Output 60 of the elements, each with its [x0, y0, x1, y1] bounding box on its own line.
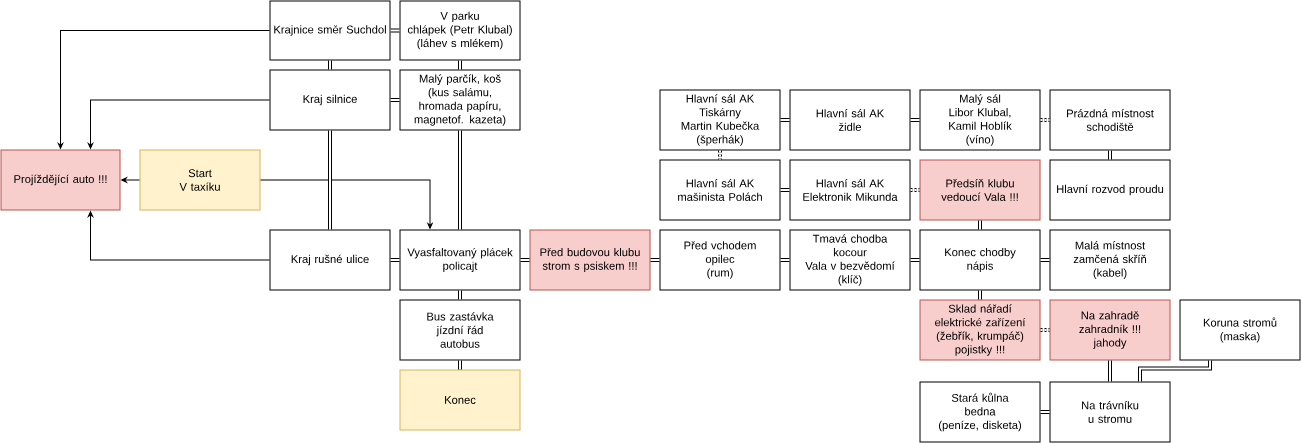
location-box: Bus zastávka jízdní řád autobus: [399, 299, 521, 361]
double-line: [458, 289, 462, 301]
double-line: [978, 289, 982, 301]
arrow: [57, 30, 270, 149]
arrow: [260, 179, 433, 229]
warning-box: Projíždějící auto !!!: [0, 149, 121, 211]
location-box: Hlavní sál AK Elektronik Mikunda: [789, 159, 911, 221]
double-line: [779, 188, 791, 192]
double-line: [1138, 359, 1212, 383]
double-line: [389, 98, 401, 102]
location-box: Hlavní sál AK Tiskárny Martin Kubečka (šperhák): [659, 89, 781, 151]
double-line: [779, 118, 791, 122]
location-box: Před vchodem opilec (rum): [659, 229, 781, 291]
double-line: [519, 258, 531, 262]
double-line: [909, 258, 921, 262]
double-line: [1108, 359, 1112, 383]
double-line: [458, 359, 462, 371]
warning-box: Na zahradě zahradník !!! jahody: [1049, 299, 1171, 361]
double-line: [458, 59, 462, 71]
location-box: Malý sál Libor Klubal, Kamil Hoblík (víno): [919, 89, 1041, 151]
double-line: [389, 258, 401, 262]
double-line: [649, 258, 661, 262]
location-box: Stará kůlna bedna (peníze, disketa): [919, 381, 1041, 443]
location-box: V parku chlápek (Petr Klubal) (láhev s mlékem): [399, 0, 521, 61]
dashed-double-line: [1039, 118, 1051, 122]
double-line: [909, 118, 921, 122]
start-box: Start V taxíku: [139, 149, 261, 211]
location-box: Hlavní rozvod proudu: [1049, 159, 1171, 221]
dashed-double-line: [909, 188, 921, 192]
location-box: Tmavá chodba kocour Vala v bezvědomí (klíč): [789, 229, 911, 291]
double-line: [458, 129, 462, 231]
location-box: Hlavní sál AK mašinista Polách: [659, 159, 781, 221]
double-line: [1108, 149, 1112, 161]
location-box: Koruna stromů (maska): [1179, 299, 1301, 361]
location-box: Malý parčík, koš (kus salámu, hromada papíru, magnetof. kazeta): [399, 69, 521, 131]
location-box: Krajnice směr Suchdol: [269, 0, 391, 61]
dashed-double-line: [1039, 328, 1051, 332]
location-box: Hlavní sál AK židle: [789, 89, 911, 151]
arrow: [87, 99, 270, 149]
arrow: [87, 211, 270, 261]
warning-box: Před budovou klubu strom s psiskem !!!: [529, 229, 651, 291]
double-line: [328, 129, 332, 231]
warning-box: Sklad nářadí elektrické zařízení (žebřík, krumpáč) pojistky !!!: [919, 299, 1041, 361]
double-line: [1039, 258, 1051, 262]
arrow: [121, 177, 140, 183]
dashed-double-line: [718, 149, 722, 161]
location-box: Vyasfaltovaný plácek policajt: [399, 229, 521, 291]
end-box: Konec: [399, 369, 521, 431]
location-box: Kraj silnice: [269, 69, 391, 131]
double-line: [978, 219, 982, 231]
double-line: [779, 258, 791, 262]
double-line: [1039, 410, 1051, 414]
double-line: [328, 59, 332, 71]
location-box: Na trávníku u stromu: [1049, 381, 1171, 443]
location-box: Malá místnost zamčená skříň (kabel): [1049, 229, 1171, 291]
location-box: Konec chodby nápis: [919, 229, 1041, 291]
location-box: Prázdná místnost schodiště: [1049, 89, 1171, 151]
double-line: [389, 28, 401, 33]
location-box: Kraj rušné ulice: [269, 229, 391, 291]
warning-box: Předsíň klubu vedoucí Vala !!!: [919, 159, 1041, 221]
